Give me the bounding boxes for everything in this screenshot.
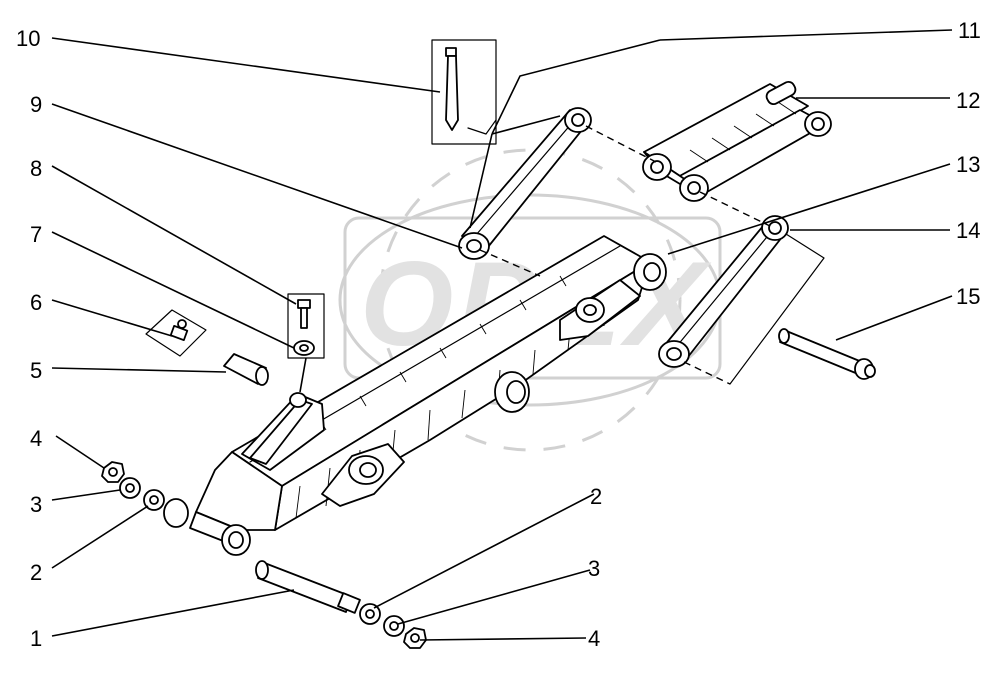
boom-body (163, 235, 667, 556)
callout-1: 1 (30, 626, 42, 651)
callout-14: 14 (956, 218, 980, 243)
pin-1 (255, 560, 361, 614)
callout-6: 6 (30, 290, 42, 315)
assembly-dashes (479, 125, 825, 385)
callout-12: 12 (956, 88, 980, 113)
callout-7: 7 (30, 222, 42, 247)
leader-lines (51, 29, 953, 641)
callout-labels: 10 11 9 8 7 6 5 4 3 2 1 2 3 4 12 13 14 1… (16, 18, 981, 651)
link-arm-11 (458, 107, 592, 260)
callout-11: 11 (958, 18, 981, 43)
pin-15 (778, 328, 876, 380)
callout-10: 10 (16, 26, 40, 51)
hardware-right (359, 603, 427, 649)
callout-9: 9 (30, 92, 42, 117)
pin-box-10 (431, 39, 497, 145)
link-arm-14 (658, 215, 789, 368)
callout-15: 15 (956, 284, 980, 309)
callout-8: 8 (30, 156, 42, 181)
callout-2-left: 2 (30, 560, 42, 585)
fitting-6 (145, 309, 207, 357)
callout-13: 13 (956, 152, 980, 177)
bolt-box-7-8 (287, 293, 325, 393)
callout-3-right: 3 (588, 556, 600, 581)
callout-2-right: 2 (590, 484, 602, 509)
hardware-left (101, 461, 165, 511)
callout-4-right: 4 (588, 626, 600, 651)
link-frame-12 (642, 80, 832, 202)
bushing-5 (223, 353, 269, 386)
callout-3-left: 3 (30, 492, 42, 517)
callout-4-left: 4 (30, 426, 42, 451)
callout-5: 5 (30, 358, 42, 383)
